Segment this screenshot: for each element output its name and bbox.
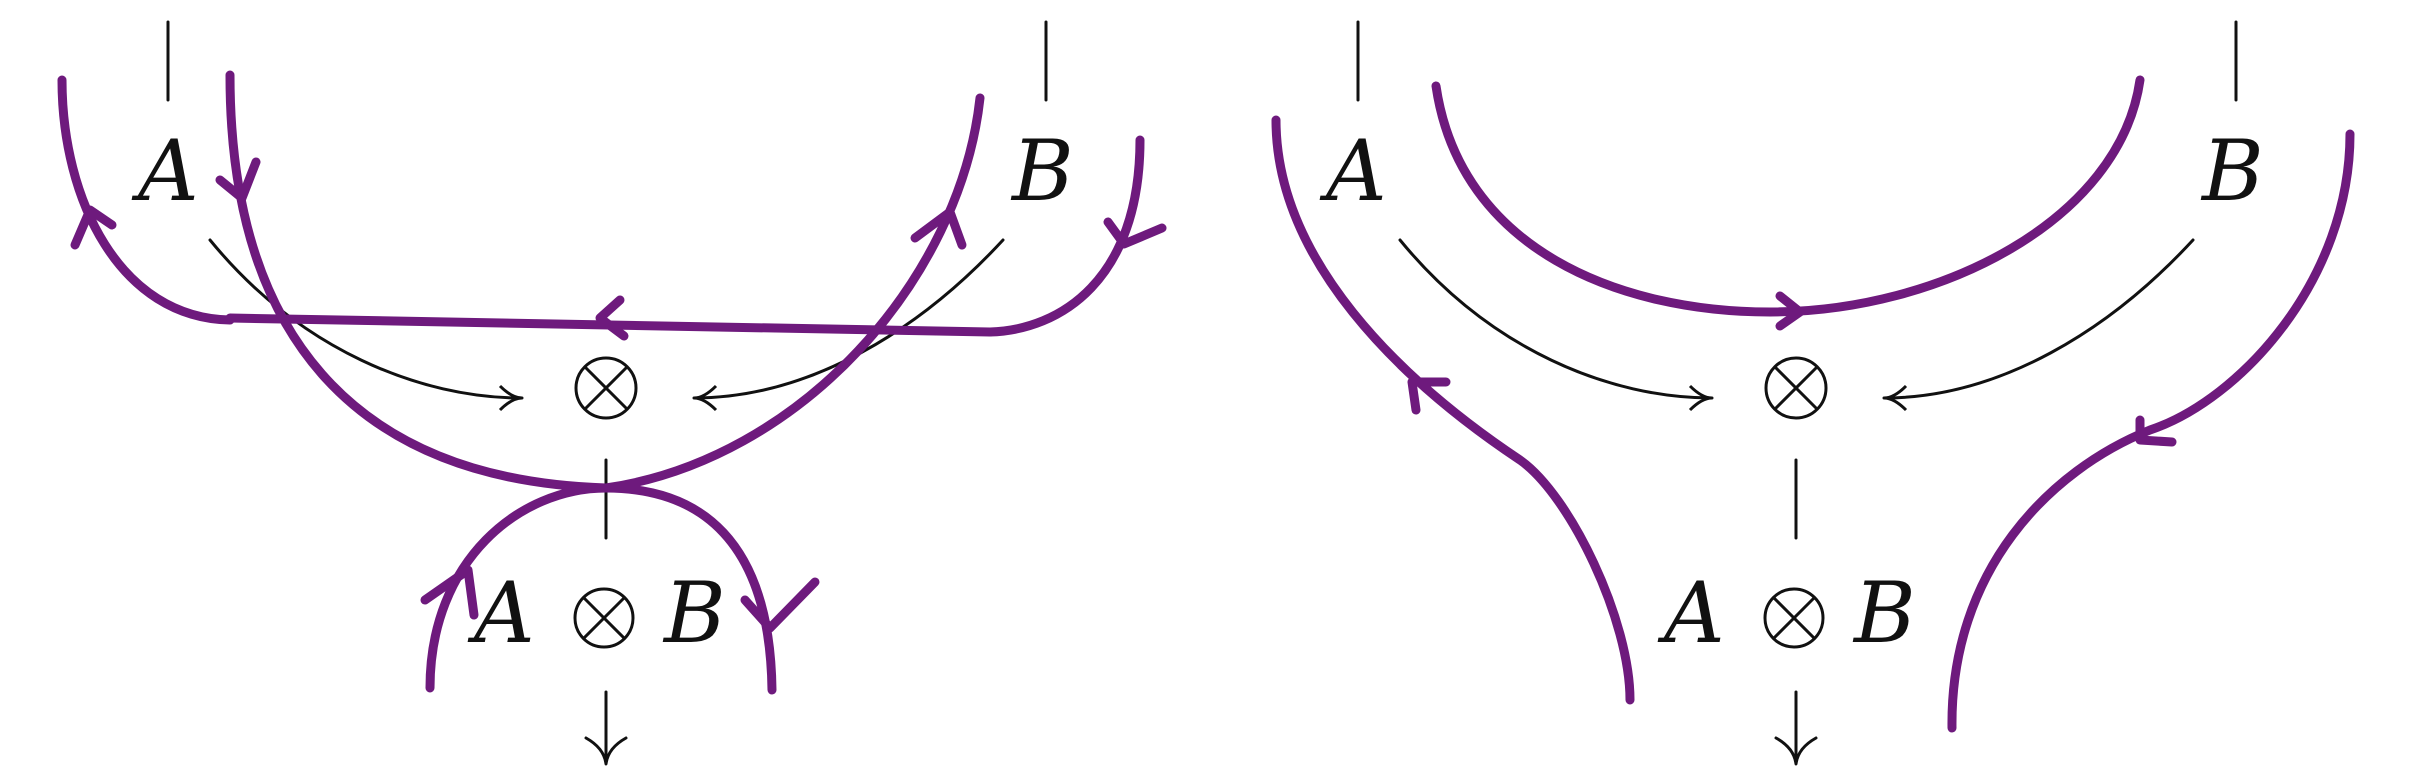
right-output-arrow-icon [1774, 736, 1818, 766]
right-label-a: A [1319, 122, 1387, 220]
right-output-label-a: A [1657, 564, 1725, 662]
left-output-arrow-icon [584, 736, 628, 766]
right-panel: A B A B [1271, 20, 2355, 766]
left-arrow-b-to-tensor [692, 238, 1005, 412]
right-output-tensor-icon [1763, 587, 1825, 649]
left-arrow-a-to-tensor [208, 238, 524, 412]
right-purple-loops [1271, 75, 2355, 733]
right-arrow-a-to-tensor [1398, 238, 1714, 412]
left-output-label-a: A [467, 564, 535, 662]
left-label-b: B [1010, 122, 1074, 220]
left-panel: A B A B [57, 20, 1167, 766]
right-output-label-b: B [1852, 564, 1916, 662]
left-label-a: A [131, 122, 199, 220]
left-output-label-b: B [662, 564, 726, 662]
left-output-tensor-icon [573, 587, 635, 649]
left-tensor-product-icon [574, 356, 638, 420]
right-tensor-product-icon [1764, 356, 1828, 420]
left-purple-loops [57, 70, 1167, 695]
right-arrow-b-to-tensor [1882, 238, 2195, 412]
right-label-b: B [2200, 122, 2264, 220]
